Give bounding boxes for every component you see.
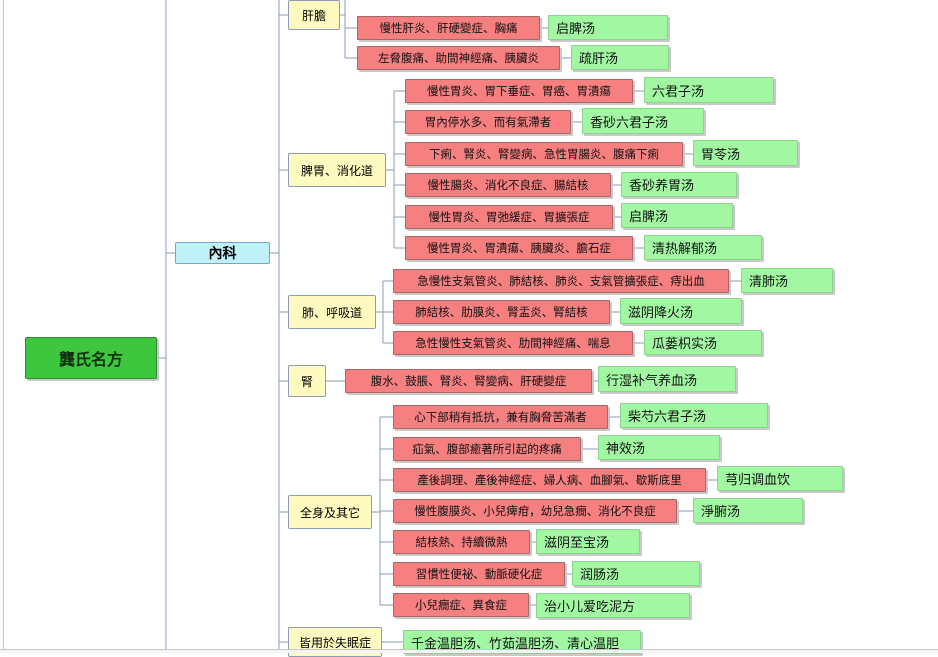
formula-node-label: 芎归调血饮: [725, 473, 791, 488]
formula-node[interactable]: 柴芍六君子汤: [620, 403, 768, 428]
root-node[interactable]: 龔氏名方: [25, 337, 157, 379]
symptom-node-label: 習慣性便祕、動脈硬化症: [415, 567, 543, 581]
formula-node-label: 淨腑汤: [701, 505, 741, 520]
symptom-node[interactable]: 慢性腹膜炎、小兒痺疳，幼兒急癇、消化不良症: [393, 499, 677, 523]
formula-node-label: 行湿补气养血汤: [606, 373, 698, 389]
horizontal-scrollbar[interactable]: [0, 649, 938, 653]
symptom-node[interactable]: 疝氣、腹部癒著所引起的疼痛: [393, 437, 581, 461]
formula-node[interactable]: 香砂六君子汤: [582, 108, 704, 134]
formula-node[interactable]: 启脾汤: [548, 15, 668, 40]
symptom-node-label: 慢性肝炎、肝硬變症、胸痛: [379, 21, 518, 35]
symptom-node-label: 慢性胃炎、胃潰瘍、胰臟炎、膽石症: [427, 241, 611, 255]
formula-node-label: 疏肝汤: [579, 52, 619, 67]
symptom-node-label: 結核熱、持續微熱: [415, 535, 508, 549]
formula-node[interactable]: 清热解郁汤: [644, 235, 762, 260]
group-node-1[interactable]: 脾胃、消化道: [288, 153, 386, 187]
formula-node[interactable]: 淨腑汤: [693, 498, 803, 523]
formula-node-label: 滋阴降火汤: [628, 305, 694, 321]
formula-node[interactable]: 胃苓汤: [693, 140, 798, 166]
symptom-node-label: 慢性腹膜炎、小兒痺疳，幼兒急癇、消化不良症: [414, 504, 656, 518]
formula-node[interactable]: 行湿补气养血汤: [598, 366, 736, 392]
formula-node-label: 启脾汤: [629, 210, 669, 225]
symptom-node[interactable]: 結核熱、持續微熱: [393, 530, 530, 554]
group-node-4-label: 全身及其它: [299, 505, 360, 520]
formula-node-label: 瓜蒌枳实汤: [652, 337, 718, 352]
formula-node[interactable]: 六君子汤: [644, 77, 774, 103]
group-node-5-label: 皆用於失眠症: [298, 635, 371, 650]
symptom-node[interactable]: 慢性肝炎、肝硬變症、胸痛: [357, 16, 540, 40]
formula-node[interactable]: 香砂养胃汤: [621, 172, 737, 197]
symptom-node-label: 小兒癇症、異食症: [415, 598, 507, 612]
category-label: 內科: [208, 246, 237, 262]
formula-node-label: 千金温胆汤、竹茹温胆汤、清心温胆: [411, 636, 620, 652]
symptom-node[interactable]: 左脅腹痛、助間神經痛、胰臟炎: [357, 46, 560, 70]
root-label: 龔氏名方: [58, 350, 123, 369]
formula-node[interactable]: 疏肝汤: [571, 45, 669, 70]
symptom-node-label: 腹水、鼓脹、腎炎、腎變病、肝硬變症: [370, 374, 567, 388]
symptom-node[interactable]: 小兒癇症、異食症: [393, 593, 529, 617]
group-node-2[interactable]: 肺、呼吸道: [288, 295, 376, 329]
symptom-node[interactable]: 慢性胃炎、胃下垂症、胃癌、胃潰瘍: [405, 79, 633, 103]
left-ruler: [0, 0, 4, 652]
group-node-4[interactable]: 全身及其它: [288, 495, 372, 529]
formula-node[interactable]: 瓜蒌枳实汤: [644, 330, 762, 355]
symptom-node[interactable]: 心下部稍有抵抗，兼有胸脅苦滿者: [393, 405, 608, 429]
formula-node-label: 香砂养胃汤: [629, 179, 695, 194]
symptom-node-label: 慢性胃炎、胃下垂症、胃癌、胃潰瘍: [427, 84, 611, 98]
formula-node-label: 清热解郁汤: [652, 242, 718, 257]
formula-node-label: 清肺汤: [749, 275, 789, 290]
symptom-node-label: 左脅腹痛、助間神經痛、胰臟炎: [378, 51, 539, 65]
group-node-2-label: 肺、呼吸道: [301, 305, 362, 320]
symptom-node[interactable]: 肺結核、肋膜炎、腎盂炎、腎結核: [393, 300, 610, 324]
symptom-node-label: 慢性胃炎、胃弛緩症、胃擴張症: [428, 210, 590, 224]
symptom-node-label: 下痢、腎炎、腎變病、急性胃腸炎、腹痛下痢: [429, 147, 659, 161]
formula-node-label: 六君子汤: [652, 84, 705, 100]
formula-node-label: 胃苓汤: [701, 147, 741, 163]
formula-node[interactable]: 治小儿爱吃泥方: [536, 593, 690, 618]
symptom-node[interactable]: 慢性胃炎、胃潰瘍、胰臟炎、膽石症: [405, 236, 633, 260]
symptom-node-label: 慢性腸炎、消化不良症、腸結核: [427, 178, 589, 192]
formula-node[interactable]: 清肺汤: [741, 268, 833, 293]
symptom-node[interactable]: 急慢性支氣管炎、肺結核、肺炎、支氣管擴張症、痔出血: [393, 269, 729, 293]
symptom-node-label: 心下部稍有抵抗，兼有胸脅苦滿者: [414, 410, 587, 424]
symptom-node-label: 肺結核、肋膜炎、腎盂炎、腎結核: [415, 305, 588, 319]
formula-node-label: 治小儿爱吃泥方: [544, 600, 636, 615]
symptom-node[interactable]: 胃內停水多、而有氣滯者: [405, 110, 571, 134]
formula-node-label: 香砂六君子汤: [590, 115, 669, 131]
category-node-internal-medicine[interactable]: 內科: [175, 242, 270, 264]
group-node-0-label: 肝膽: [301, 8, 326, 23]
group-node-3-label: 腎: [300, 374, 313, 389]
group-node-1-label: 脾胃、消化道: [300, 163, 373, 178]
symptom-node-label: 胃內停水多、而有氣滯者: [424, 115, 552, 129]
symptom-node[interactable]: 產後調理、產後神經症、婦人病、血腳氣、歇斯底里: [393, 468, 706, 492]
symptom-node[interactable]: 慢性胃炎、胃弛緩症、胃擴張症: [405, 205, 613, 229]
group-node-3[interactable]: 腎: [288, 365, 326, 397]
symptom-node[interactable]: 下痢、腎炎、腎變病、急性胃腸炎、腹痛下痢: [405, 142, 683, 166]
formula-node[interactable]: 滋阴降火汤: [620, 298, 742, 324]
symptom-node[interactable]: 急性慢性支氣管炎、肋間神經痛、喘息: [393, 331, 633, 355]
symptom-node-label: 產後調理、產後神經症、婦人病、血腳氣、歇斯底里: [417, 473, 682, 487]
formula-node-label: 启脾汤: [556, 22, 596, 37]
group-node-0[interactable]: 肝膽: [288, 0, 340, 30]
symptom-node-label: 疝氣、腹部癒著所引起的疼痛: [412, 442, 562, 456]
formula-node-label: 柴芍六君子汤: [628, 410, 707, 425]
symptom-node[interactable]: 習慣性便祕、動脈硬化症: [393, 562, 565, 586]
formula-node[interactable]: 启脾汤: [621, 203, 733, 228]
symptom-node[interactable]: 慢性腸炎、消化不良症、腸結核: [405, 173, 611, 197]
formula-node-label: 润肠汤: [580, 568, 620, 583]
formula-node-label: 滋阴至宝汤: [544, 536, 610, 551]
formula-node[interactable]: 滋阴至宝汤: [536, 529, 640, 554]
formula-node-label: 神效汤: [606, 442, 646, 457]
symptom-node[interactable]: 腹水、鼓脹、腎炎、腎變病、肝硬變症: [345, 369, 592, 393]
formula-node[interactable]: 神效汤: [598, 435, 720, 460]
formula-node[interactable]: 千金温胆汤、竹茹温胆汤、清心温胆: [403, 630, 641, 654]
formula-node[interactable]: 润肠汤: [572, 561, 700, 586]
formula-node[interactable]: 芎归调血饮: [717, 466, 843, 491]
symptom-node-label: 急慢性支氣管炎、肺結核、肺炎、支氣管擴張症、痔出血: [417, 274, 705, 288]
symptom-node-label: 急性慢性支氣管炎、肋間神經痛、喘息: [415, 336, 611, 350]
